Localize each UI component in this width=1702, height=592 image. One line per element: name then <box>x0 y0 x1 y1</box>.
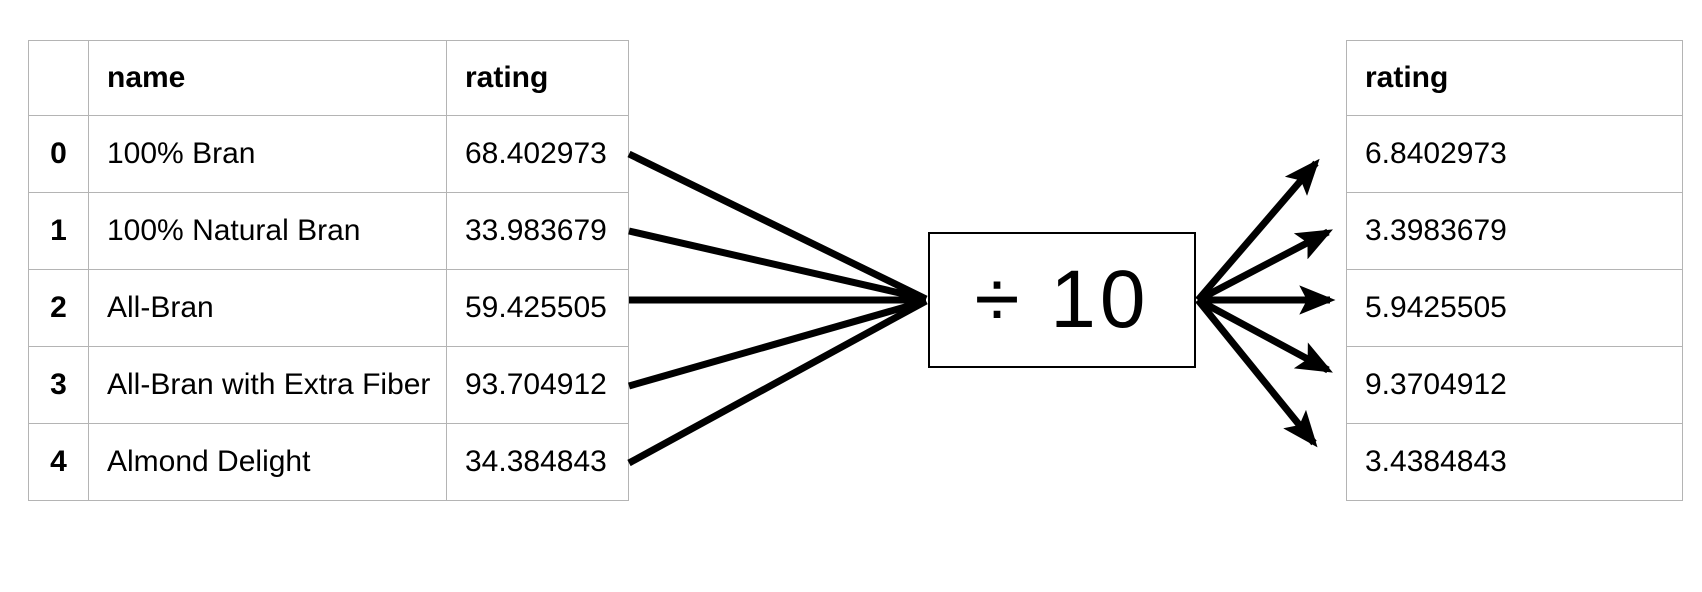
output-arrow-row-0 <box>1195 158 1320 303</box>
input-connector-row-1 <box>628 227 927 303</box>
output-arrow-row-4 <box>1195 297 1318 448</box>
table-row: 0 100% Bran 68.402973 <box>28 115 629 193</box>
row-name-cell: 100% Natural Bran <box>88 192 447 270</box>
output-arrow-row-3 <box>1196 296 1333 374</box>
table-row: 9.3704912 <box>1346 346 1683 424</box>
row-index-cell: 4 <box>28 423 89 501</box>
row-rating-cell: 59.425505 <box>446 269 629 347</box>
output-table-header: rating <box>1346 40 1683 116</box>
output-arrow-row-1 <box>1196 228 1333 304</box>
row-index-cell: 2 <box>28 269 89 347</box>
divide-by-ten-label: ÷ 10 <box>974 254 1150 345</box>
row-name-cell: 100% Bran <box>88 115 447 193</box>
table-row: 1 100% Natural Bran 33.983679 <box>28 192 629 270</box>
input-connector-row-3 <box>628 297 927 390</box>
operator-box: ÷ 10 <box>928 232 1196 368</box>
row-rating-cell: 9.3704912 <box>1346 346 1683 424</box>
row-rating-cell: 33.983679 <box>446 192 629 270</box>
input-dataframe-table: name rating 0 100% Bran 68.402973 1 100%… <box>28 40 629 501</box>
table-row: 6.8402973 <box>1346 115 1683 193</box>
row-name-cell: Almond Delight <box>88 423 447 501</box>
row-rating-cell: 68.402973 <box>446 115 629 193</box>
row-rating-cell: 34.384843 <box>446 423 629 501</box>
output-dataframe-table: rating 6.8402973 3.3983679 5.9425505 9.3… <box>1346 40 1683 501</box>
input-connector-lines <box>627 150 928 467</box>
row-name-cell: All-Bran with Extra Fiber <box>88 346 447 424</box>
input-connector-row-4 <box>627 297 928 467</box>
column-header-rating: rating <box>446 40 629 116</box>
table-row: 3.4384843 <box>1346 423 1683 501</box>
row-rating-cell: 3.3983679 <box>1346 192 1683 270</box>
row-index-cell: 3 <box>28 346 89 424</box>
row-rating-cell: 3.4384843 <box>1346 423 1683 501</box>
input-connector-row-0 <box>627 150 928 303</box>
table-header-row: rating <box>1346 40 1683 116</box>
input-table-header: name rating <box>28 40 629 116</box>
column-header-name: name <box>88 40 447 116</box>
row-rating-cell: 5.9425505 <box>1346 269 1683 347</box>
row-name-cell: All-Bran <box>88 269 447 347</box>
output-table-body: 6.8402973 3.3983679 5.9425505 9.3704912 … <box>1346 115 1683 501</box>
output-arrows <box>1195 158 1336 448</box>
column-header-rating: rating <box>1346 40 1683 116</box>
row-rating-cell: 93.704912 <box>446 346 629 424</box>
table-header-row: name rating <box>28 40 629 116</box>
input-table-body: 0 100% Bran 68.402973 1 100% Natural Bra… <box>28 115 629 501</box>
table-row: 3.3983679 <box>1346 192 1683 270</box>
table-row: 5.9425505 <box>1346 269 1683 347</box>
row-index-cell: 1 <box>28 192 89 270</box>
row-index-cell: 0 <box>28 115 89 193</box>
column-header-index <box>28 40 89 116</box>
table-row: 4 Almond Delight 34.384843 <box>28 423 629 501</box>
row-rating-cell: 6.8402973 <box>1346 115 1683 193</box>
table-row: 2 All-Bran 59.425505 <box>28 269 629 347</box>
table-row: 3 All-Bran with Extra Fiber 93.704912 <box>28 346 629 424</box>
